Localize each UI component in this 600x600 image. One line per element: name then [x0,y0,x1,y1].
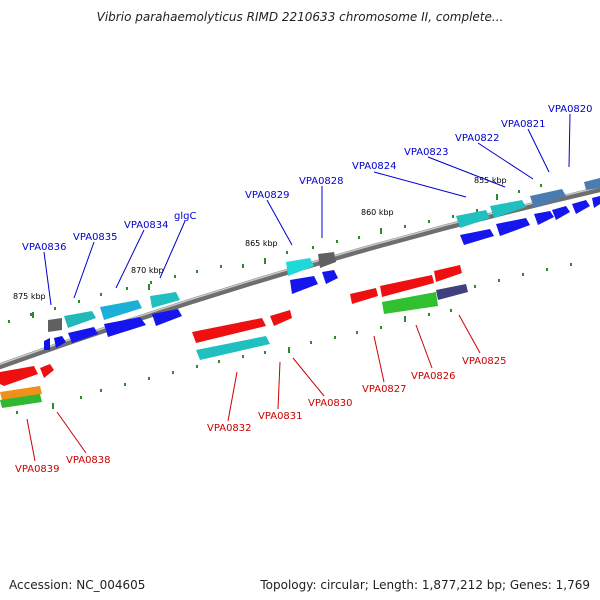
forward-genes-row2 [48,178,600,332]
scale-label-875: 875 kbp [13,292,46,301]
gene-label-VPA0821[interactable]: VPA0821 [501,119,546,130]
gene-label-VPA0828[interactable]: VPA0828 [299,176,344,187]
gene-label-VPA0822[interactable]: VPA0822 [455,133,500,144]
gene-label-VPA0838[interactable]: VPA0838 [66,455,111,466]
gene-label-VPA0835[interactable]: VPA0835 [73,232,118,243]
gene-label-VPA0839[interactable]: VPA0839 [15,464,60,475]
forward-label-leaders [43,113,571,306]
gene-label-VPA0825[interactable]: VPA0825 [462,356,507,367]
genome-summary-text: Topology: circular; Length: 1,877,212 bp… [260,578,590,592]
accession-text: Accession: NC_004605 [9,578,146,592]
gene-label-VPA0827[interactable]: VPA0827 [362,384,407,395]
gene-label-VPA0824[interactable]: VPA0824 [352,161,397,172]
gene-label-glgC[interactable]: glgC [174,211,196,222]
scale-label-855: 855 kbp [474,176,507,185]
map-title: Vibrio parahaemolyticus RIMD 2210633 chr… [96,10,504,24]
chromosome-backbone [0,186,600,370]
gene-label-VPA0826[interactable]: VPA0826 [411,371,456,382]
upper-scale [8,184,542,323]
scale-label-865: 865 kbp [245,239,278,248]
gene-label-VPA0823[interactable]: VPA0823 [404,147,449,158]
gene-label-VPA0836[interactable]: VPA0836 [22,242,67,253]
gene-label-VPA0834[interactable]: VPA0834 [124,220,169,231]
gene-label-VPA0830[interactable]: VPA0830 [308,398,353,409]
scale-label-860: 860 kbp [361,208,394,217]
gene-label-VPA0829[interactable]: VPA0829 [245,190,290,201]
reverse-label-leaders [26,314,481,462]
gene-label-VPA0820[interactable]: VPA0820 [548,104,593,115]
reverse-genes-row1 [0,265,462,386]
gene-label-VPA0831[interactable]: VPA0831 [258,411,303,422]
scale-label-870: 870 kbp [131,266,164,275]
forward-genes-row1 [44,196,600,350]
lower-scale [16,263,572,414]
reverse-genes-row2 [0,284,468,408]
gene-label-VPA0832[interactable]: VPA0832 [207,423,252,434]
